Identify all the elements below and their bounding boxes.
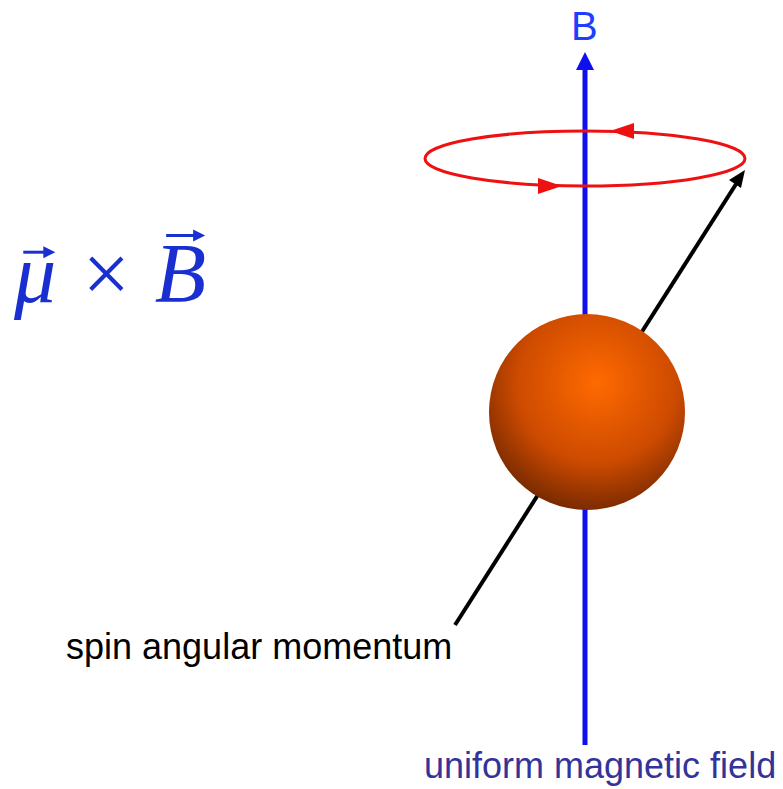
torque-formula: μ × B bbox=[14, 226, 206, 323]
field-label: uniform magnetic field bbox=[424, 744, 776, 787]
precession-arrowhead bbox=[538, 178, 562, 194]
particle-sphere bbox=[489, 314, 685, 510]
field-symbol: B bbox=[571, 4, 598, 48]
spin-label: spin angular momentum bbox=[66, 625, 452, 668]
field-arrowhead bbox=[576, 52, 594, 70]
precession-arrowhead bbox=[610, 123, 634, 139]
precession-path bbox=[425, 131, 745, 186]
spin-arrowhead bbox=[729, 170, 745, 188]
spin-vector bbox=[455, 181, 738, 625]
